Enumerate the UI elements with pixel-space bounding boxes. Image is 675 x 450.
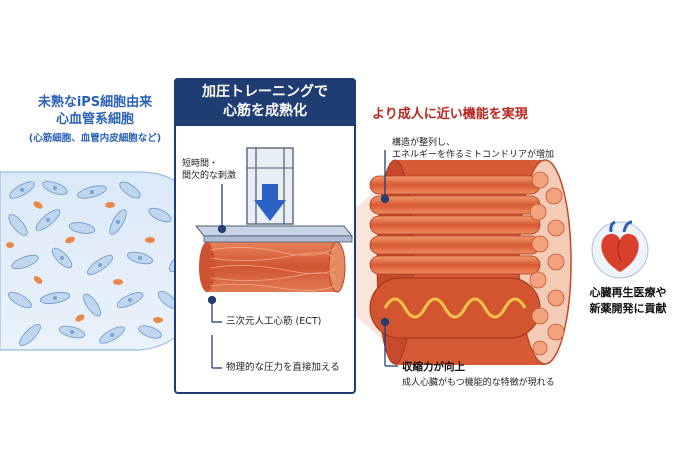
contraction-title: 収縮力が向上 [402, 361, 465, 373]
stimulus-line2: 間欠的な刺激 [182, 171, 237, 181]
pressure-label: 物理的な圧力を直接加える [226, 362, 340, 373]
stimulus-label: 短時間・ 間欠的な刺激 [182, 158, 236, 182]
outcome-line1: 心臓再生医療や [589, 286, 667, 299]
left-title-line1: 未熟なiPS細胞由来 [37, 95, 153, 110]
structure-line2: エネルギーを作るミトコンドリアが増加 [392, 150, 555, 160]
contraction-label: 収縮力が向上 成人心臓がもつ機能的な特徴が現れる [402, 360, 555, 389]
heart-icon [591, 220, 649, 279]
left-title-line2: 心血管系細胞 [55, 112, 134, 127]
structure-label: 構造が整列し、 エネルギーを作るミトコンドリアが増加 [392, 137, 554, 161]
contraction-sub: 成人心臓がもつ機能的な特徴が現れる [402, 378, 555, 388]
immature-cells [8, 181, 188, 346]
right-title: より成人に近い機能を実現 [372, 107, 528, 122]
orange-cells [6, 201, 189, 323]
structure-line1: 構造が整列し、 [392, 138, 456, 148]
left-title: 未熟なiPS細胞由来 心血管系細胞 (心筋細胞、血管内皮細胞など) [18, 94, 172, 147]
left-subtitle: (心筋細胞、血管内皮細胞など) [28, 133, 162, 144]
outcome-label: 心臓再生医療や 新薬開発に貢献 [588, 285, 668, 317]
cell-nuclei [20, 186, 142, 337]
ect-label: 三次元人工心筋 (ECT) [226, 316, 322, 327]
center-header-line2: 心筋を成熟化 [223, 103, 307, 119]
mature-muscle [369, 159, 572, 365]
center-header: 加圧トレーニングで 心筋を成熟化 [174, 78, 356, 126]
outcome-line2: 新薬開発に貢献 [589, 302, 667, 315]
center-header-line1: 加圧トレーニングで [202, 84, 328, 100]
stimulus-line1: 短時間・ [182, 159, 219, 169]
